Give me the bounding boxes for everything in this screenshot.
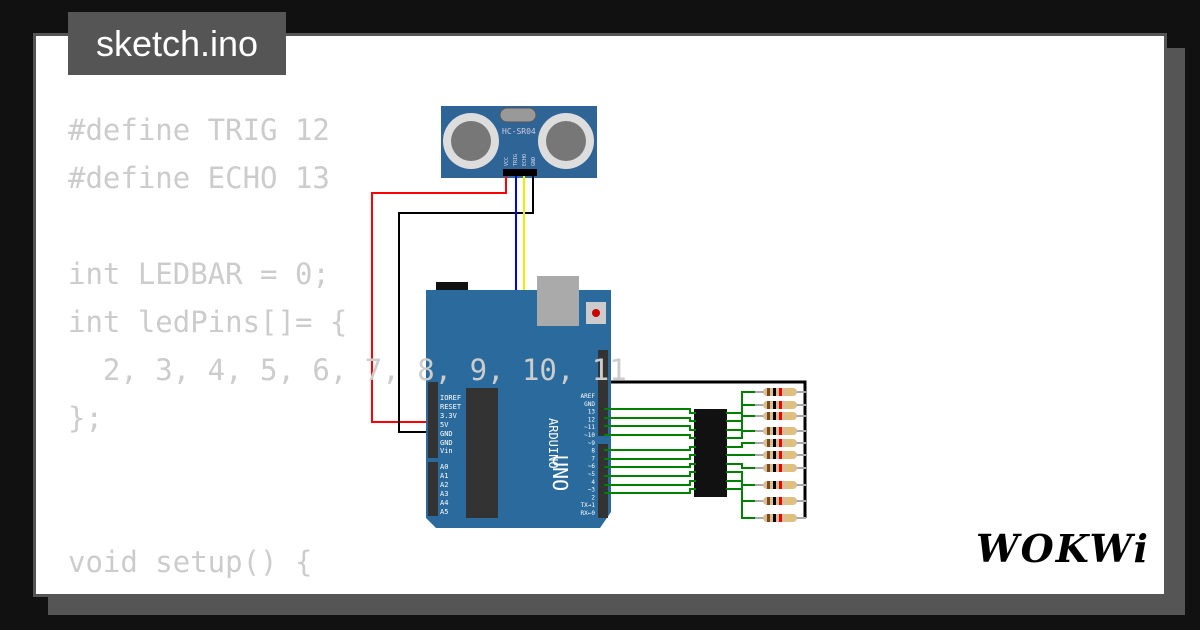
pin-label: GND [440,430,453,438]
pin-label: ~10 [584,432,595,439]
led-wire [604,408,696,414]
pin-label: RX←0 [581,510,596,517]
code-line: int LEDBAR = 0; [68,257,330,291]
resistor [755,514,806,522]
sensor-pin-label: ECHO [522,154,528,166]
wokwi-logo: WOKWi [976,526,1150,571]
led-bar-graph [694,409,727,497]
resistor [755,464,806,472]
led-wire [604,434,696,439]
sensor-pin-label: GND [531,157,537,166]
pin-label: AREF [581,393,596,400]
pin-label: 4 [591,479,595,486]
pin-label: TX→1 [581,502,596,509]
led-wire [604,471,696,477]
pin-label: 13 [588,409,596,416]
pin-label: A1 [440,472,448,480]
pin-label: A5 [440,508,448,516]
resistors [755,388,806,522]
led-wire [604,446,696,451]
resistor-wire [726,471,760,486]
pin-label: ~6 [588,463,596,470]
resistor-wire [726,463,760,469]
resistor-wire [726,488,760,519]
code-line: #define TRIG 12 [68,113,330,147]
sensor-pin-label: TRIG [513,154,519,166]
resistor-wire [726,415,760,431]
pin-label: A3 [440,490,448,498]
pin-label: ~11 [584,424,595,431]
resistor [755,481,806,489]
pin-label: 7 [591,455,595,462]
code-line: }; [68,401,103,435]
code-line: int ledPins[]= { [68,305,348,339]
code-line: 2, 3, 4, 5, 6, 7, 8, 9, 10, 11 [68,353,627,387]
pin-label: RESET [440,403,462,411]
code-background: #define TRIG 12 #define ECHO 13 int LEDB… [68,106,627,586]
pin-label: 5V [440,421,449,429]
led-wires [604,391,760,519]
board-model: UNO [548,455,572,491]
resistor [755,401,806,409]
resistor-wire [726,442,760,448]
code-line: void setup() { [68,545,313,579]
board-brand: ARDUINO [546,418,560,469]
led-wire [604,463,696,468]
pin-label: ~9 [588,440,596,447]
sensor-label: HC-SR04 [502,127,536,136]
pin-label: 12 [588,416,596,423]
pin-label: 3.3V [440,412,458,420]
resistor [755,427,806,435]
pin-label: A2 [440,481,448,489]
resistor [755,412,806,420]
pin-label: GND [440,439,453,447]
resistor-wire [726,404,760,422]
file-tab: sketch.ino [68,12,286,75]
resistor-wire [726,391,760,414]
pin-label: ~3 [588,487,596,494]
pin-label: Vin [440,447,453,455]
arduino-uno: ARDUINO UNO IOREF RESET 3.3V 5V GND GND … [426,276,611,528]
resistor [755,497,806,505]
pin-label: 8 [591,448,595,455]
resistor [755,451,806,459]
led-wire [604,480,696,486]
led-wire [604,454,696,460]
pin-label: 2 [591,494,595,501]
resistor [755,439,806,447]
resistor-wire [726,430,760,439]
ultrasonic-sensor: HC-SR04 VCC TRIG ECHO GND [441,106,597,178]
pin-label: A4 [440,499,448,507]
led-wire [604,488,696,494]
pin-label: A0 [440,463,448,471]
code-line: #define ECHO 13 [68,161,330,195]
pin-label: GND [584,401,595,408]
sensor-pin-label: VCC [504,157,510,166]
led-wire [604,417,696,422]
pin-label: IOREF [440,394,461,402]
pin-label: ~5 [588,471,596,478]
resistor [755,388,806,396]
led-wire [604,425,696,431]
